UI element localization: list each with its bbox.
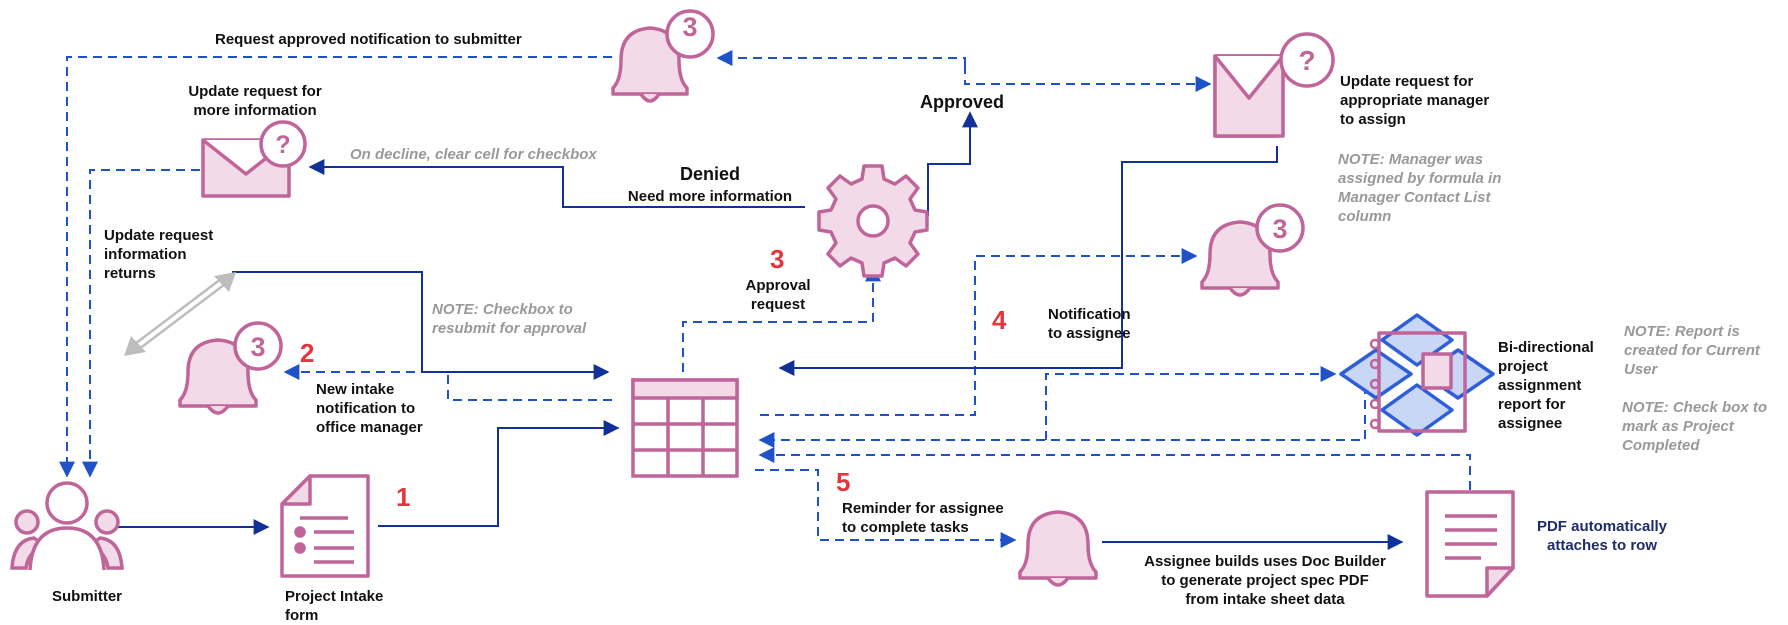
document-icon-pdf xyxy=(1425,490,1515,598)
step-number-5: 5 xyxy=(836,467,851,497)
label-update-request-returns: Update request information returns xyxy=(104,227,214,282)
note-manager-assigned: NOTE: Manager was assigned by formula in… xyxy=(1338,151,1502,225)
label-bidirectional-report: Bi-directional project assignment report… xyxy=(1498,339,1594,432)
bell-icon-bottom xyxy=(1018,510,1098,587)
bell-icon-top xyxy=(611,9,715,103)
label-pdf-attaches: PDF automatically attaches to row xyxy=(1536,518,1668,554)
label-denied: Denied xyxy=(679,164,740,184)
note-on-decline: On decline, clear cell for checkbox xyxy=(350,146,597,163)
label-new-intake-notification: New intake notification to office manage… xyxy=(316,381,423,436)
label-request-approved-notification: Request approved notification to submitt… xyxy=(215,31,522,48)
note-report-current-user: NOTE: Report is created for Current User xyxy=(1624,323,1760,378)
envelope-badge-left: ? xyxy=(275,131,290,159)
label-reminder-assignee: Reminder for assignee to complete tasks xyxy=(842,500,1004,536)
step-number-2: 2 xyxy=(300,338,315,368)
bell-badge-left: 3 xyxy=(250,332,265,362)
label-assignee-doc-builder: Assignee builds uses Doc Builder to gene… xyxy=(1144,553,1386,608)
bell-icon-right xyxy=(1200,203,1305,297)
dashed-connectors xyxy=(59,50,1471,548)
label-update-request-more-info: Update request for more information xyxy=(188,83,322,119)
bell-icon-left xyxy=(178,321,283,415)
sheet-grid-icon xyxy=(631,378,739,478)
step-number-3: 3 xyxy=(770,244,785,274)
step-number-4: 4 xyxy=(992,305,1007,335)
submitter-group-icon xyxy=(10,481,124,571)
label-approval-request: Approval request xyxy=(745,277,811,313)
label-update-request-manager: Update request for appropriate manager t… xyxy=(1340,73,1490,128)
note-checkbox-complete: NOTE: Check box to mark as Project Compl… xyxy=(1622,399,1768,454)
label-notification-to-assignee: Notification to assignee xyxy=(1048,306,1131,342)
step-number-1: 1 xyxy=(396,482,411,512)
document-icon-intake xyxy=(280,474,370,578)
label-need-more-info: Need more information xyxy=(627,188,793,205)
solid-connectors xyxy=(118,111,1404,550)
envelope-badge-right: ? xyxy=(1298,45,1315,76)
report-diamond-icon xyxy=(1339,313,1495,437)
gear-icon xyxy=(817,164,929,278)
bell-badge-top: 3 xyxy=(682,12,697,42)
envelope-icon-left xyxy=(201,120,307,198)
bell-badge-right: 3 xyxy=(1272,214,1287,244)
double-arrow-gray xyxy=(124,272,236,356)
envelope-icon-right xyxy=(1213,32,1335,138)
note-checkbox-resubmit: NOTE: Checkbox to resubmit for approval xyxy=(432,301,587,337)
label-project-intake-form: Project Intake form xyxy=(285,588,384,624)
label-submitter: Submitter xyxy=(52,588,123,605)
label-approved: Approved xyxy=(920,92,1005,112)
